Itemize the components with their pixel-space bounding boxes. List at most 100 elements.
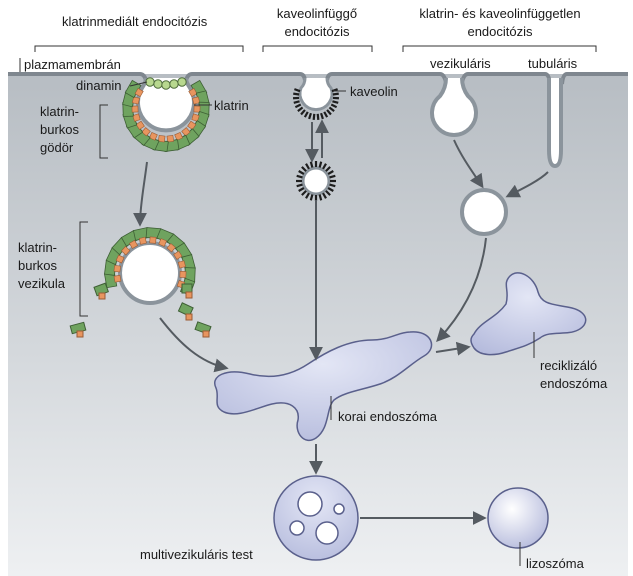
adaptor-protein (113, 264, 121, 273)
adaptor-protein (174, 131, 183, 141)
caveolar-vesicle (296, 161, 336, 201)
adaptor-protein (177, 260, 186, 269)
label-coated-pit-line3: gödör (40, 140, 74, 155)
caveolin-spike (297, 106, 304, 112)
adaptor-protein (166, 243, 176, 253)
label-coated-pit-line1: klatrin- (40, 104, 80, 119)
caveolin-spike (293, 92, 300, 96)
tubular-invagination (547, 78, 563, 169)
caveolin-spike (323, 111, 329, 118)
clathrin-coat (122, 79, 210, 153)
label-multivesicular-body: multivezikuláris test (140, 547, 253, 562)
caveolin-spike (298, 187, 305, 192)
adaptor-protein (181, 127, 191, 137)
clathrin-coat-vesicle (104, 227, 196, 296)
caveolin-spike (305, 192, 310, 199)
label-coated-vesicle-line2: burkos (18, 258, 58, 273)
header-caveolin-pathway-line1: kaveolinfüggő (276, 6, 358, 21)
adaptor-protein (134, 87, 144, 98)
caveolin-spike (329, 183, 336, 188)
caveolin-spike (332, 92, 339, 96)
leader-lines (79, 81, 535, 566)
caveolin-spike (296, 183, 303, 188)
caveolin-spike (300, 109, 306, 116)
arrow-vesicle-to-endosome-2 (436, 237, 487, 343)
caveolin-spike (332, 100, 339, 104)
caveolin-spike (294, 103, 302, 109)
adaptor-protein (113, 274, 122, 283)
multivesicular-body (273, 475, 359, 561)
caveolin-spike (325, 166, 331, 172)
pathway-arrows (133, 119, 549, 525)
caveolin-spike (330, 103, 338, 109)
early-endosome (214, 331, 433, 441)
label-dynamin: dinamin (76, 78, 122, 93)
adaptor-protein (158, 238, 167, 247)
header-caveolin-pathway-line2: endocitózis (284, 24, 350, 39)
adaptor-protein (193, 105, 201, 113)
adaptor-protein (149, 131, 158, 141)
adaptor-protein (132, 113, 141, 122)
adaptor-protein (166, 134, 175, 143)
caveolin-spike (325, 190, 331, 196)
caveolin-spike (322, 163, 327, 170)
label-coated-vesicle-line1: klatrin- (18, 240, 58, 255)
caveolin-spike (320, 112, 324, 120)
header-brackets (19, 45, 597, 72)
independent-vesicle (460, 188, 508, 236)
plasma-membrane (8, 72, 628, 85)
caveolin-spike (312, 113, 316, 120)
caveolin-spike (309, 161, 314, 168)
caveolin-spike (318, 161, 323, 168)
caveolin-spike (303, 111, 309, 118)
adaptor-protein (135, 120, 145, 130)
caveolin-spike (316, 113, 320, 120)
adaptor-protein (141, 127, 151, 137)
caveola-invagination (292, 77, 340, 120)
dynamin-ring (145, 77, 187, 90)
header-independent-pathway-line2: endocitózis (467, 24, 533, 39)
caveolin-spike (327, 170, 334, 175)
arrow-vesicle-to-endosome (159, 317, 229, 373)
label-recycling-endosome-line1: reciklizáló (540, 358, 598, 373)
adaptor-protein (131, 96, 140, 105)
adaptor-protein (179, 270, 187, 278)
adaptor-protein (191, 113, 200, 122)
label-recycling-endosome-line2: endoszóma (540, 376, 608, 391)
adaptor-protein (188, 87, 198, 98)
label-vesicular: vezikuláris (430, 56, 491, 71)
arrow-tubular-to-vesicle (505, 171, 549, 198)
lysosome (487, 487, 549, 549)
label-plasma-membrane: plazmamembrán (24, 57, 121, 72)
adaptor-protein (115, 254, 125, 264)
adaptor-protein (149, 236, 157, 244)
label-early-endosome: korai endoszóma (338, 409, 437, 424)
label-tubular: tubuláris (528, 56, 578, 71)
caveolin-spike (301, 190, 307, 196)
adaptor-protein (173, 250, 183, 260)
arrow-pit-to-vesicle (133, 161, 148, 227)
adaptor-protein (121, 246, 131, 256)
adaptor-protein (192, 96, 201, 105)
caveolin-coat (292, 88, 340, 120)
label-coated-pit-line2: burkos (40, 122, 80, 137)
caveolin-spike (298, 170, 305, 175)
adaptor-protein (131, 105, 139, 113)
label-clathrin: klatrin (214, 98, 249, 113)
caveolin-spike (327, 187, 334, 192)
adaptor-protein (128, 239, 139, 249)
arrow-vesicular-to-vesicle (453, 139, 484, 189)
label-caveolin: kaveolin (350, 84, 398, 99)
clathrin-coated-vesicle (69, 227, 212, 338)
shed-clathrin (69, 282, 212, 338)
caveolin-spike (309, 194, 314, 201)
header-clathrin-pathway: klatrinmediált endocitózis (62, 14, 208, 29)
header-independent-pathway-line1: klatrin- és kaveolinfüggetlen (419, 6, 581, 21)
caveolin-spike (329, 174, 336, 179)
recycling-endosome (470, 272, 587, 356)
caveolin-spike (294, 88, 301, 93)
caveolin-spike (308, 112, 312, 120)
caveolin-spike (328, 106, 335, 112)
